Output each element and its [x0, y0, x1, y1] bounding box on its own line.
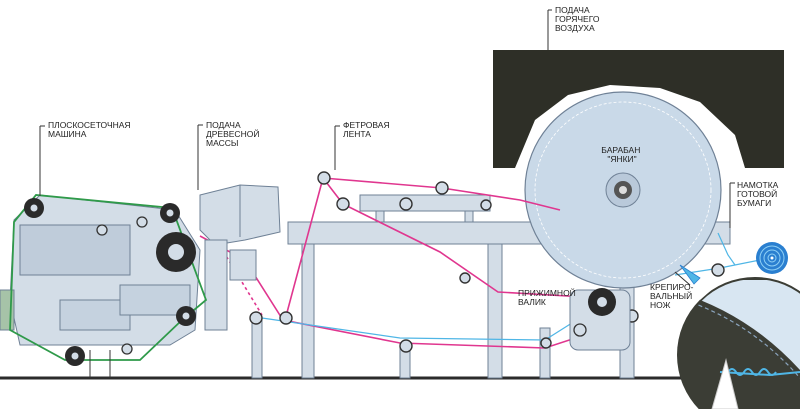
felt-roller: [399, 339, 413, 353]
press-roll: [569, 288, 631, 351]
press-roll-label: ПРИЖИМНОЙ ВАЛИК: [518, 287, 578, 307]
creping-blade-label: КРЕПИРО- ВАЛЬНЫЙ НОЖ: [650, 282, 696, 310]
fourdrinier-label: ПЛОСКОСЕТОЧНАЯ МАШИНА: [48, 120, 133, 139]
felt-roller: [435, 181, 449, 195]
pulp-feed-label: ПОДАЧА ДРЕВЕСНОЙ МАССЫ: [206, 120, 262, 148]
felt-roller: [459, 272, 471, 284]
creping-blade: [674, 264, 701, 286]
hot-air-hood: [493, 9, 784, 168]
creping-zoom-inset: [677, 277, 800, 414]
felt-label: ФЕТРОВАЯ ЛЕНТА: [343, 120, 392, 139]
hot-air-label: ПОДАЧА ГОРЯЧЕГО ВОЗДУХА: [555, 5, 602, 33]
felt-roller: [480, 199, 492, 211]
felt-roller: [540, 337, 552, 349]
felt-roller: [711, 263, 725, 277]
felt-roller: [336, 197, 350, 211]
felt-upper-assembly: [359, 194, 491, 223]
felt-roller: [399, 197, 413, 211]
felt-roller: [317, 171, 331, 185]
yankee-drum-label: БАРАБАН "ЯНКИ": [601, 145, 642, 164]
paper-reel: [756, 242, 788, 274]
reel-label: НАМОТКА ГОТОВОЙ БУМАГИ: [737, 180, 781, 208]
felt-roller: [279, 311, 293, 325]
yankee-drum: [524, 91, 722, 289]
felt-roller: [249, 311, 263, 325]
fourdrinier-machine: [0, 194, 208, 378]
headbox: [199, 184, 281, 331]
